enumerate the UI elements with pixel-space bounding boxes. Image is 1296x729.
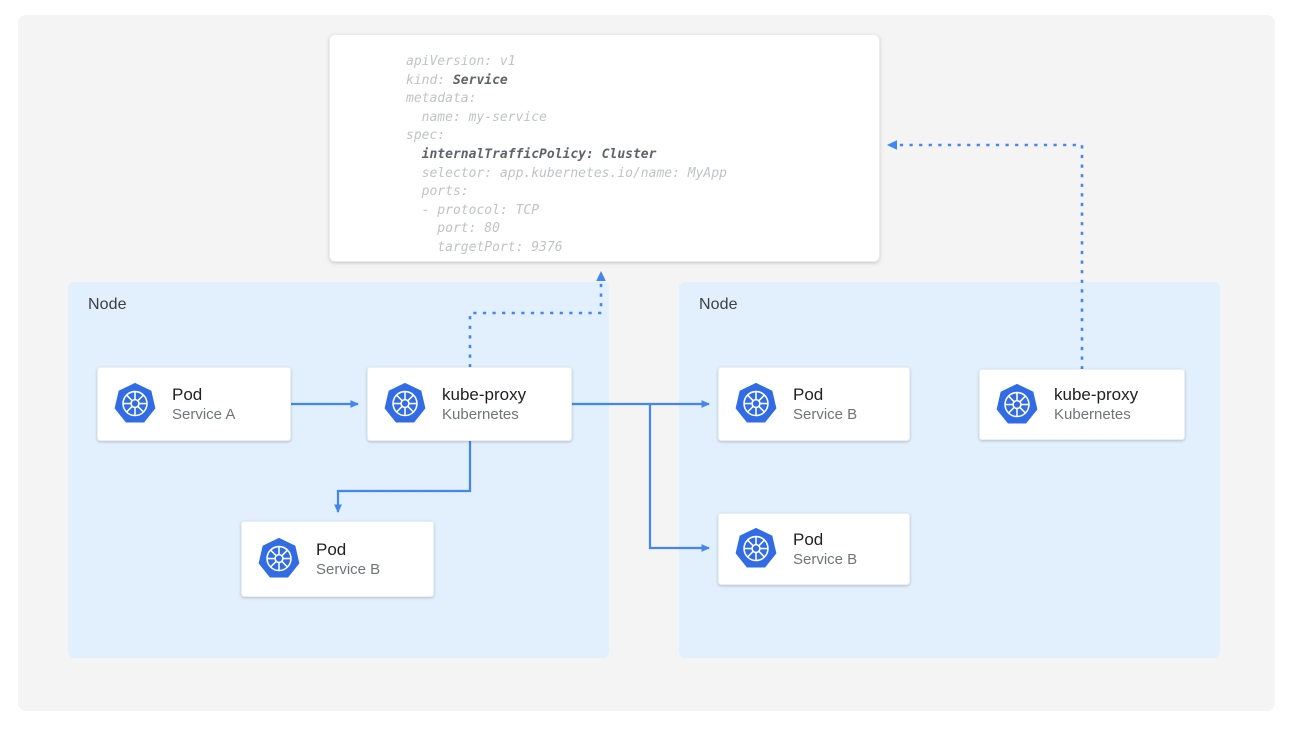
- card-text: kube-proxy Kubernetes: [442, 384, 526, 425]
- card-title: Pod: [793, 384, 824, 404]
- card-pod-service-b-right-bottom[interactable]: Pod Service B: [718, 513, 910, 585]
- kubernetes-icon: [735, 527, 777, 568]
- service-manifest-panel: apiVersion: v1 kind: Service metadata: n…: [329, 34, 880, 262]
- card-subtitle: Kubernetes: [1054, 406, 1131, 424]
- card-text: kube-proxy Kubernetes: [1054, 384, 1138, 425]
- card-pod-service-b-left[interactable]: Pod Service B: [241, 521, 434, 597]
- card-title: kube-proxy: [442, 384, 527, 404]
- card-subtitle: Service B: [316, 560, 381, 578]
- kubernetes-icon: [996, 383, 1038, 424]
- card-title: kube-proxy: [1054, 385, 1139, 404]
- card-title: Pod: [316, 539, 347, 559]
- card-kube-proxy-left[interactable]: kube-proxy Kubernetes: [367, 367, 572, 441]
- card-subtitle: Service B: [793, 550, 858, 568]
- card-subtitle: Service B: [793, 405, 858, 423]
- card-title: Pod: [172, 384, 203, 404]
- node-label-right: Node: [699, 296, 738, 313]
- card-text: Pod Service B: [316, 539, 380, 580]
- kubernetes-icon: [114, 382, 156, 423]
- card-text: Pod Service B: [793, 529, 857, 570]
- card-subtitle: Kubernetes: [442, 405, 519, 423]
- kubernetes-icon: [384, 382, 426, 423]
- node-label-left: Node: [88, 296, 127, 313]
- card-text: Pod Service B: [793, 384, 857, 425]
- card-title: Pod: [793, 529, 824, 549]
- node-container-left: Node: [68, 282, 609, 658]
- card-pod-service-a[interactable]: Pod Service A: [97, 367, 291, 441]
- card-text: Pod Service A: [172, 384, 235, 425]
- kubernetes-icon: [258, 537, 300, 578]
- service-manifest-code: apiVersion: v1 kind: Service metadata: n…: [406, 54, 727, 255]
- node-container-right: Node: [679, 282, 1220, 658]
- kubernetes-icon: [735, 382, 777, 423]
- card-kube-proxy-right[interactable]: kube-proxy Kubernetes: [979, 369, 1185, 440]
- card-pod-service-b-right-top[interactable]: Pod Service B: [718, 367, 910, 441]
- card-subtitle: Service A: [172, 405, 236, 423]
